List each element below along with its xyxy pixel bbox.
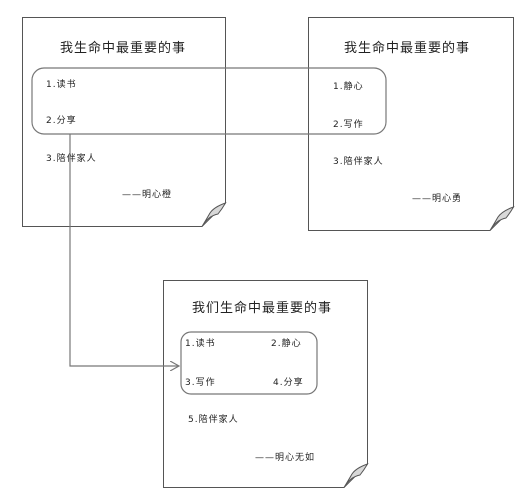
note-merged-signature: ——明心无如 bbox=[255, 453, 316, 463]
note-left-item-3: 3.陪伴家人 bbox=[46, 154, 97, 164]
note-right: 我生命中最重要的事 1.静心 2.写作 3.陪伴家人 ——明心勇 bbox=[308, 17, 515, 231]
note-merged-title: 我们生命中最重要的事 bbox=[192, 301, 333, 316]
note-left-fold-icon bbox=[201, 202, 227, 227]
note-merged: 我们生命中最重要的事 1.读书 2.静心 3.写作 4.分享 5.陪伴家人 ——… bbox=[163, 280, 369, 488]
note-left-item-2: 2.分享 bbox=[46, 116, 77, 126]
note-left-title: 我生命中最重要的事 bbox=[60, 41, 187, 56]
note-right-fold-icon bbox=[489, 206, 515, 231]
note-right-signature: ——明心勇 bbox=[412, 194, 463, 204]
note-right-item-1: 1.静心 bbox=[333, 82, 364, 92]
note-left: 我生命中最重要的事 1.读书 2.分享 3.陪伴家人 ——明心橙 bbox=[22, 17, 227, 227]
note-left-item-1: 1.读书 bbox=[46, 80, 77, 90]
note-right-item-3: 3.陪伴家人 bbox=[333, 157, 384, 167]
note-left-signature: ——明心橙 bbox=[122, 190, 173, 200]
note-merged-item-2: 2.静心 bbox=[271, 339, 302, 349]
note-merged-item-3: 3.写作 bbox=[185, 378, 216, 388]
note-merged-item-5: 5.陪伴家人 bbox=[188, 415, 239, 425]
note-merged-fold-icon bbox=[343, 463, 369, 488]
note-right-item-2: 2.写作 bbox=[333, 120, 364, 130]
note-merged-item-1: 1.读书 bbox=[185, 339, 216, 349]
note-right-title: 我生命中最重要的事 bbox=[344, 41, 471, 56]
note-merged-item-4: 4.分享 bbox=[273, 378, 304, 388]
